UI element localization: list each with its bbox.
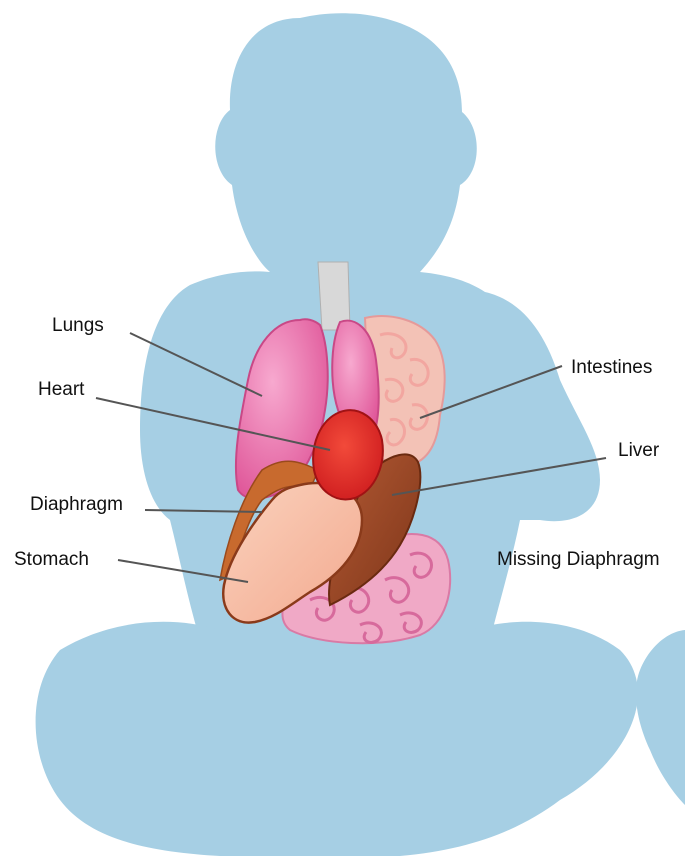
label-intestines: Intestines xyxy=(571,357,652,378)
silhouette-head xyxy=(215,13,477,272)
label-diaphragm: Diaphragm xyxy=(30,494,123,515)
label-heart: Heart xyxy=(38,379,85,400)
label-liver: Liver xyxy=(618,440,660,461)
label-missing-diaphragm: Missing Diaphragm xyxy=(497,549,660,570)
silhouette-legs xyxy=(36,622,638,856)
silhouette-partial-figure xyxy=(636,630,685,805)
label-stomach: Stomach xyxy=(14,549,89,570)
label-lungs: Lungs xyxy=(52,315,104,336)
